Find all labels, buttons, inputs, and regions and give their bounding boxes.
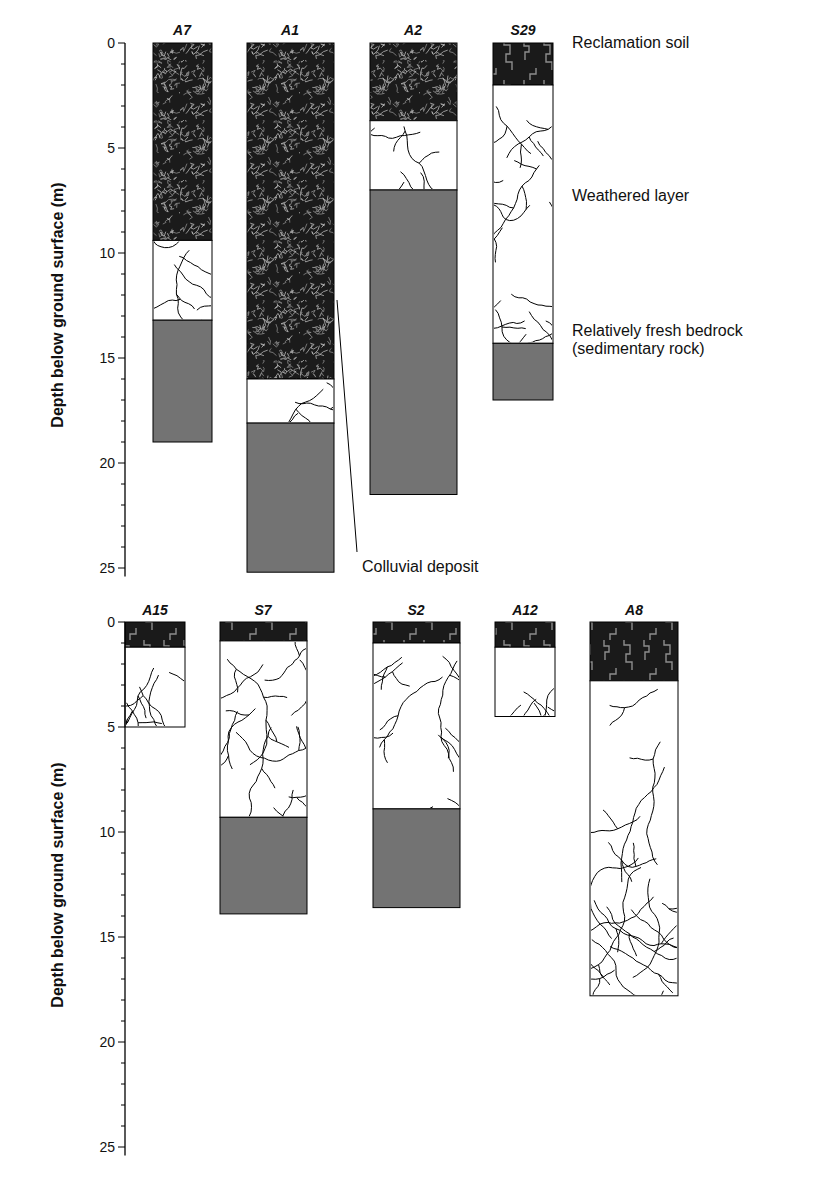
tick-label: 25 (99, 560, 115, 576)
layer-r (495, 622, 555, 647)
tick-label: 0 (107, 614, 115, 630)
fractures (126, 668, 184, 726)
column-name: S7 (254, 602, 271, 618)
layer-b (373, 809, 460, 908)
tick-label: 5 (107, 719, 115, 735)
column-name: A1 (281, 22, 299, 38)
column-name: A8 (625, 602, 643, 618)
columns (86, 43, 708, 1082)
layer-label: Relatively fresh bedrock (sedimentary ro… (572, 322, 812, 359)
layer-r (590, 622, 678, 681)
layer-w (247, 379, 334, 423)
fractures (591, 689, 677, 995)
fractures (248, 383, 333, 422)
fractures (374, 656, 459, 808)
tick-label: 20 (99, 455, 115, 471)
tick-label: 10 (99, 824, 115, 840)
layer-b (247, 423, 334, 572)
column-name: A12 (512, 602, 538, 618)
fractures (154, 241, 211, 319)
column-name: A7 (173, 22, 191, 38)
layer-w (370, 121, 457, 190)
layer-b (220, 817, 307, 914)
layer-w (125, 647, 185, 727)
layer-c (370, 43, 457, 121)
tick-label: 15 (99, 350, 115, 366)
fractures (494, 106, 552, 342)
layer-label: Weathered layer (572, 187, 689, 205)
tick-label: 5 (107, 140, 115, 156)
column-name: S29 (511, 22, 536, 38)
layer-w (220, 641, 307, 817)
depth-axis (118, 622, 125, 1155)
layer-w (153, 240, 212, 320)
layer-r (125, 622, 185, 647)
fractures (221, 642, 306, 816)
column-name: A15 (142, 602, 168, 618)
leader-line (337, 300, 357, 552)
tick-label: 15 (99, 929, 115, 945)
axis-title: Depth below ground surface (m) (49, 762, 67, 1007)
depth-axis (118, 43, 125, 576)
tick-label: 10 (99, 245, 115, 261)
fractures (371, 126, 456, 189)
axis-title: Depth below ground surface (m) (49, 182, 67, 427)
layer-label: Colluvial deposit (362, 558, 479, 576)
layer-r (493, 43, 553, 85)
tick-label: 0 (107, 35, 115, 51)
column-name: A2 (404, 22, 422, 38)
layer-b (153, 320, 212, 442)
layer-b (493, 343, 553, 400)
tick-label: 20 (99, 1034, 115, 1050)
layer-c (153, 43, 212, 240)
layer-r (220, 622, 307, 641)
tick-label: 25 (99, 1139, 115, 1155)
layer-b (370, 190, 457, 495)
column-name: S2 (407, 602, 424, 618)
fractures (496, 689, 554, 716)
layer-c (247, 43, 334, 379)
layer-r (373, 622, 460, 643)
layer-label: Reclamation soil (572, 34, 689, 52)
